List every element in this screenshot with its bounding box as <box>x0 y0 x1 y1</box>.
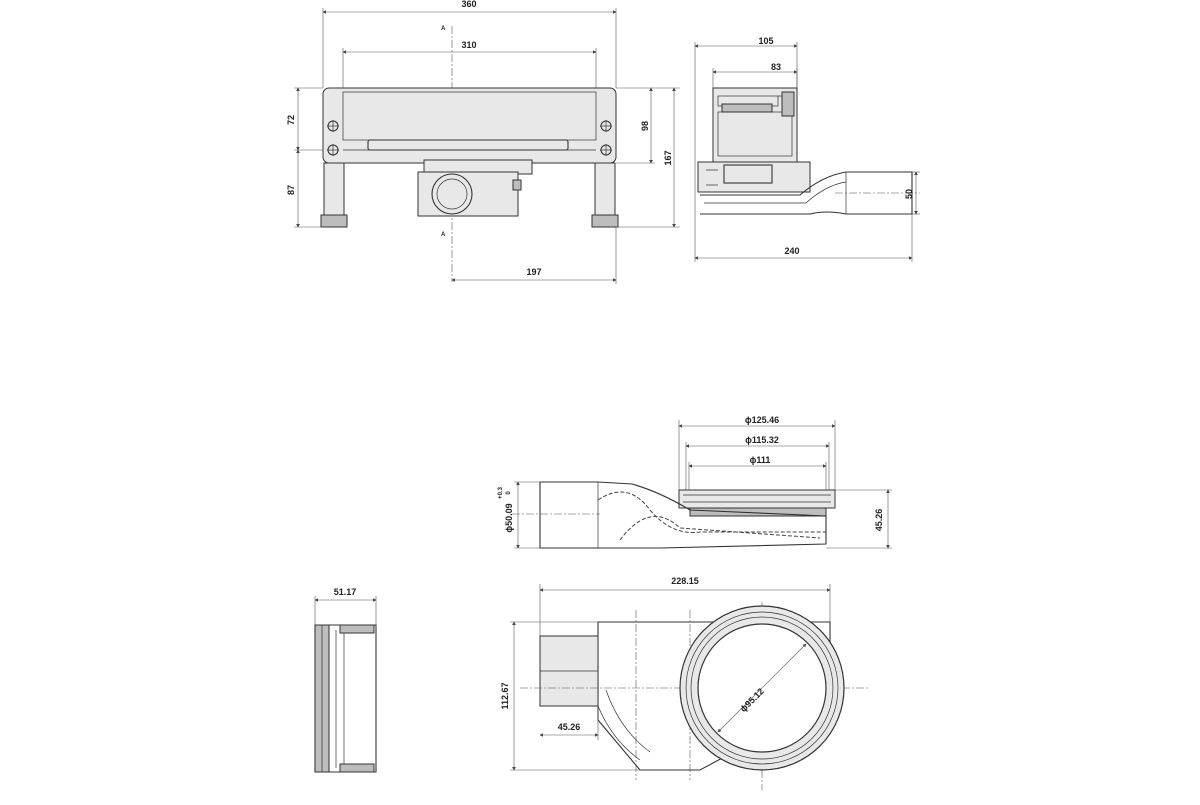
dim-trap-height: 45.26 <box>874 509 884 532</box>
dim-right-height: 98 <box>640 121 650 131</box>
dim-lower-height: 87 <box>286 185 296 195</box>
section-mark-a: A <box>441 26 446 32</box>
dim-upper-height: 72 <box>286 115 296 125</box>
dim-tolerance-upper: +0.3 <box>498 486 504 499</box>
dim-inner-diameter: ϕ111 <box>750 455 771 465</box>
trap-body-side <box>539 481 827 549</box>
trap-flange <box>678 489 836 509</box>
dim-trap-width: 112.67 <box>500 682 510 709</box>
dim-tolerance-lower: 0 <box>506 491 512 495</box>
channel-body <box>322 87 617 164</box>
dim-inner-width: 310 <box>461 40 476 50</box>
dim-overall-length: 240 <box>784 246 799 256</box>
trap-side-view: ϕ125.46 ϕ115.32 ϕ111 ϕ50.09 +0.3 0 45.26 <box>498 415 892 549</box>
trap-end-view: 51.17 <box>314 587 377 773</box>
dim-inner-width-side: 83 <box>771 62 781 72</box>
dim-top-width: 105 <box>758 36 773 46</box>
dim-overall-width: 360 <box>461 0 476 9</box>
side-view: 105 83 50 240 <box>694 36 920 262</box>
screw-icon <box>327 120 612 156</box>
dim-middle-diameter: ϕ115.32 <box>745 435 779 445</box>
trap-top-view: 228.15 ϕ95.12 112.67 45.26 <box>500 576 870 790</box>
dim-outlet-offset: 197 <box>526 267 541 277</box>
dim-spigot-length: 45.26 <box>558 722 581 732</box>
dim-outer-diameter: ϕ125.46 <box>745 415 779 425</box>
dim-outlet-diameter: 50 <box>904 189 914 199</box>
dim-total-height: 167 <box>663 150 673 165</box>
section-mark-a-lower: A <box>441 232 446 238</box>
dim-end-width: 51.17 <box>334 587 357 597</box>
front-view: 360 310 A A <box>286 0 680 284</box>
dim-outlet-diameter-trap: ϕ50.09 <box>504 503 514 532</box>
dim-trap-length: 228.15 <box>671 576 699 586</box>
